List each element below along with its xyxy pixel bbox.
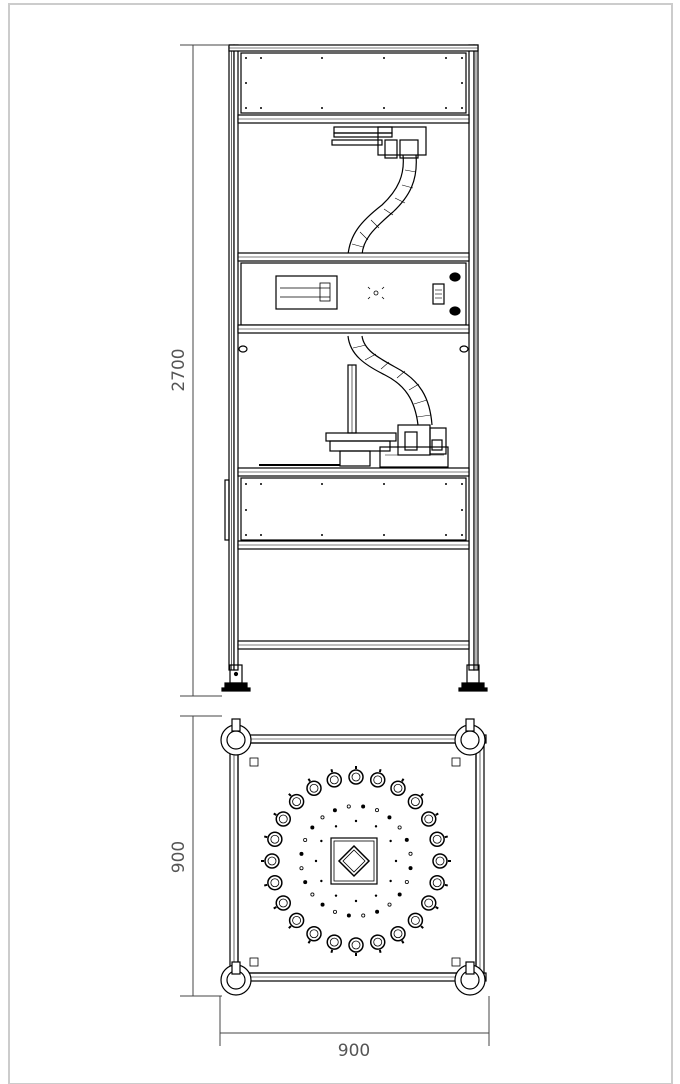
upper-robot-arm [331, 126, 427, 256]
control-box-switch [432, 283, 445, 305]
control-box [240, 262, 467, 326]
depth-dimension-label: 900 [169, 841, 189, 873]
sample-holder [369, 934, 386, 954]
pin [314, 859, 318, 863]
height-dimension-label: 2700 [169, 348, 189, 391]
control-box-window [275, 275, 338, 310]
pin [346, 804, 351, 809]
pin [361, 913, 366, 918]
pin [299, 866, 304, 871]
sample-holder [326, 768, 343, 788]
top-view [220, 718, 487, 996]
pin [310, 825, 315, 830]
depth-dimension [180, 715, 222, 997]
height-dimension [180, 44, 229, 697]
pin [320, 815, 325, 820]
pin [334, 825, 338, 828]
center-platform [330, 837, 378, 885]
sample-carousel [261, 766, 451, 956]
caster-top-right [454, 718, 486, 756]
sample-holder [263, 831, 283, 848]
sample-holder [306, 925, 322, 944]
pin [397, 825, 402, 830]
sample-holder [390, 778, 406, 797]
pin [387, 815, 392, 820]
sample-holder [306, 778, 322, 797]
pin [354, 819, 358, 823]
caster-bottom-left [220, 961, 252, 996]
sample-holder [432, 853, 451, 869]
control-box-sensor [367, 286, 385, 300]
sample-holder [420, 811, 439, 827]
sample-holder [261, 853, 280, 869]
pin [387, 902, 392, 907]
pin [320, 902, 325, 907]
pin [389, 839, 392, 843]
sample-holder [407, 793, 424, 810]
pin [404, 880, 409, 885]
sample-holder [273, 811, 292, 827]
left-foot [221, 664, 251, 692]
pin [394, 859, 398, 863]
pin [408, 866, 413, 871]
width-dimension-label: 900 [338, 1041, 370, 1061]
lower-panel [240, 477, 467, 541]
pin [374, 894, 378, 897]
control-box-button-top [449, 272, 461, 282]
lower-robot-arm [259, 335, 449, 468]
pin [404, 837, 409, 842]
sample-holder [407, 912, 424, 929]
sample-holder [263, 874, 283, 891]
width-dimension [219, 996, 490, 1046]
sample-holder [348, 766, 364, 785]
sample-holder [288, 793, 305, 810]
sample-holder [390, 925, 406, 944]
front-view [221, 44, 488, 692]
pin [375, 808, 380, 813]
sample-holder [288, 912, 305, 929]
pin [389, 879, 392, 883]
sample-holder [326, 934, 343, 954]
control-box-button-bottom [449, 306, 461, 316]
pin [375, 909, 380, 914]
caster-bottom-right [454, 961, 486, 996]
top-panel [240, 52, 467, 114]
caster-top-left [220, 718, 252, 756]
pin [334, 894, 338, 897]
pin [332, 808, 337, 813]
sample-holder [429, 874, 449, 891]
pin [346, 913, 351, 918]
sample-holder [429, 831, 449, 848]
pin [332, 909, 337, 914]
pin [320, 839, 323, 843]
pin [303, 880, 308, 885]
pin [354, 899, 358, 903]
sample-holder [369, 768, 386, 788]
pin [397, 892, 402, 897]
sample-holder [273, 895, 292, 911]
pin [408, 851, 413, 856]
page-border [8, 3, 673, 1084]
right-foot [458, 664, 488, 692]
pin [374, 825, 378, 828]
pin [299, 851, 304, 856]
pin [310, 892, 315, 897]
pin [303, 837, 308, 842]
pin [320, 879, 323, 883]
sample-holder [348, 937, 364, 956]
sample-holder [420, 895, 439, 911]
pin [361, 804, 366, 809]
